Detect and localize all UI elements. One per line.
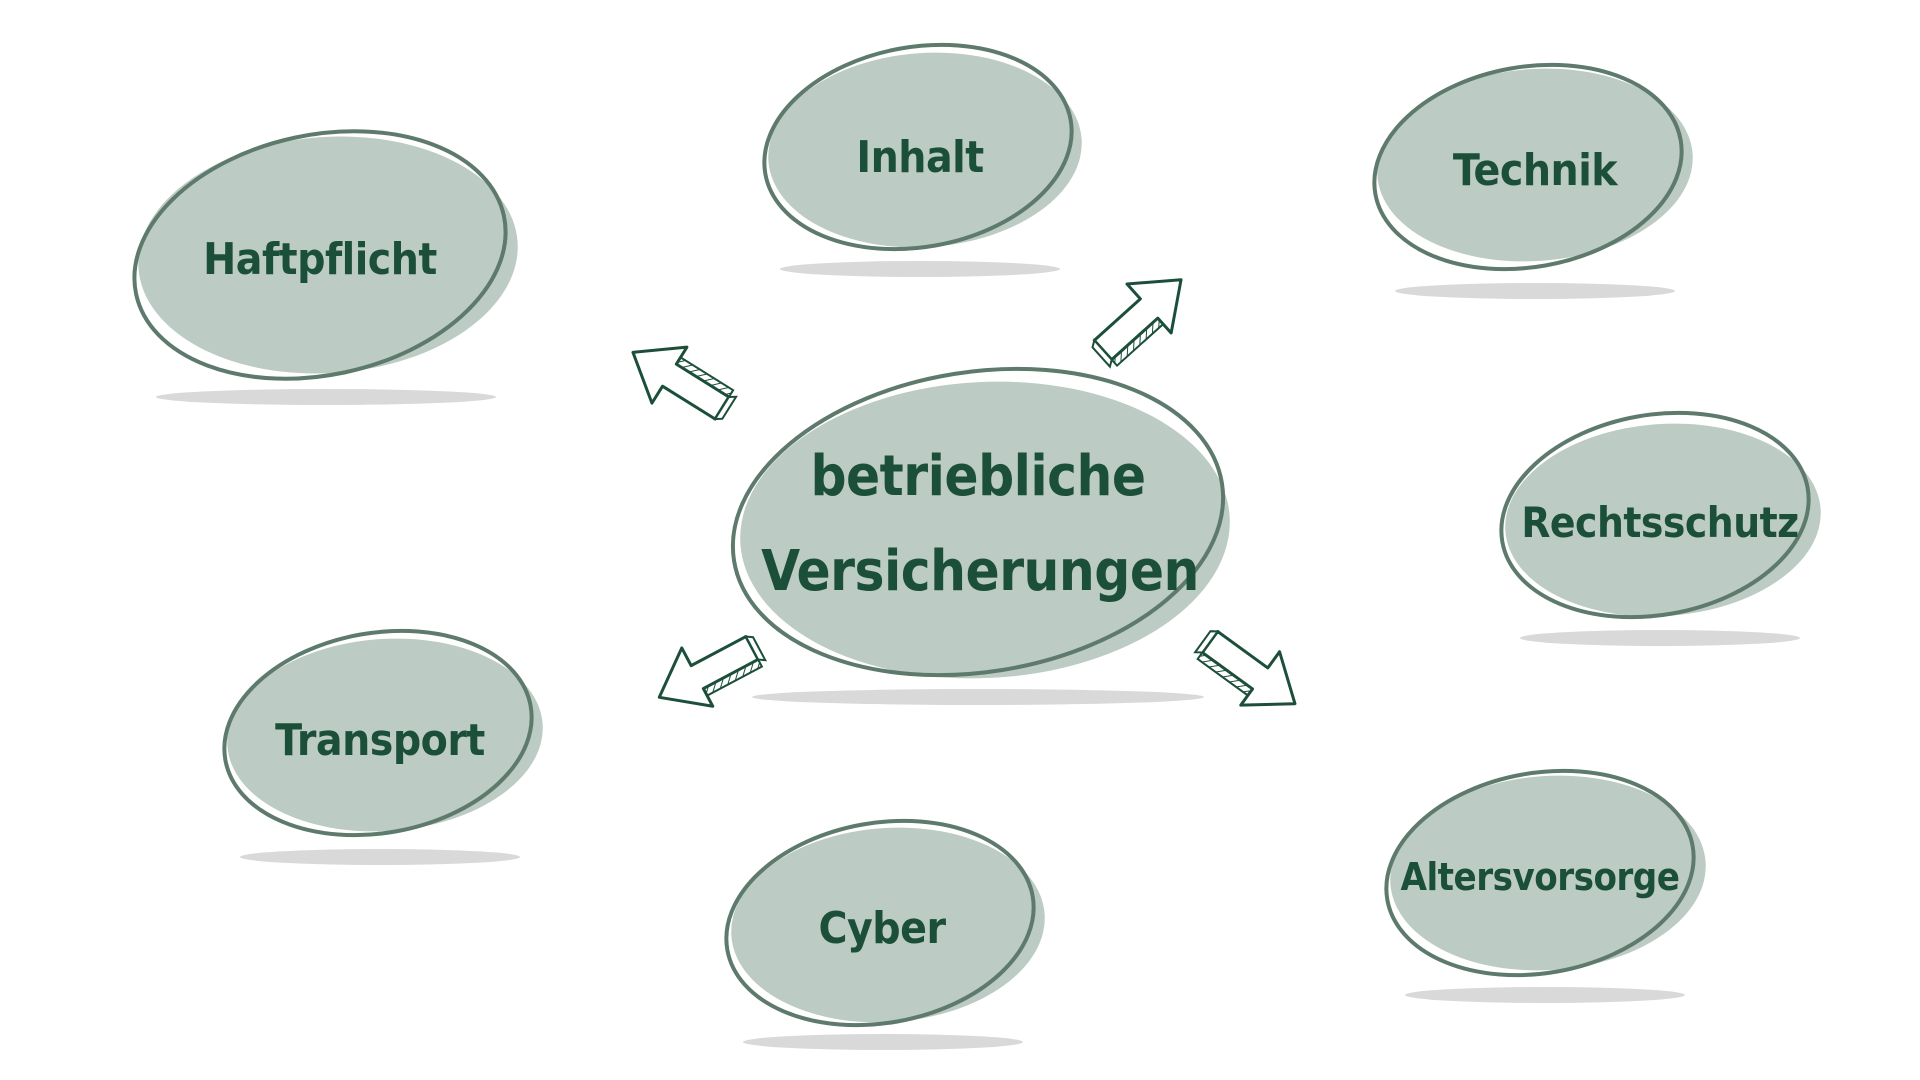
node-outline <box>222 628 534 838</box>
center-node-fill <box>740 381 1230 679</box>
node-fill <box>768 52 1082 248</box>
arrow-down-left-icon <box>657 635 768 708</box>
node-shadow <box>1405 987 1685 1003</box>
node-shadow <box>240 849 520 865</box>
node-outline <box>1499 410 1811 620</box>
node-altersvorsorge: Altersvorsorge <box>1384 768 1706 1003</box>
arrow-down-right-icon <box>1193 629 1297 707</box>
node-cyber: Cyber <box>724 818 1045 1050</box>
node-shadow <box>1395 283 1675 299</box>
node-fill <box>227 638 543 832</box>
node-inhalt: Inhalt <box>762 42 1082 277</box>
node-label-rechtsschutz: Rechtsschutz <box>1521 498 1798 547</box>
node-shadow <box>1520 630 1800 646</box>
node-outline <box>762 42 1074 252</box>
node-shadow <box>743 1034 1023 1050</box>
center-node-outline <box>730 366 1226 678</box>
node-technik: Technik <box>1372 62 1693 299</box>
center-node-label-line1: betriebliche <box>810 444 1145 509</box>
node-label-haftpflicht: Haftpflicht <box>203 234 437 285</box>
node-transport: Transport <box>222 628 543 865</box>
arrow-up-right-icon <box>1091 278 1183 369</box>
node-outline <box>1384 768 1696 978</box>
node-fill <box>1390 775 1706 971</box>
node-fill <box>1377 68 1693 262</box>
center-node: betriebliche Versicherungen <box>730 366 1230 705</box>
node-label-cyber: Cyber <box>818 903 946 954</box>
node-label-technik: Technik <box>1453 145 1619 196</box>
node-label-transport: Transport <box>275 715 485 766</box>
node-shadow <box>156 389 496 405</box>
node-outline <box>132 129 508 381</box>
node-haftpflicht: Haftpflicht <box>132 129 518 405</box>
node-fill <box>1505 423 1821 617</box>
node-outline <box>1372 62 1684 272</box>
node-rechtsschutz: Rechtsschutz <box>1499 410 1821 646</box>
node-fill <box>731 827 1045 1023</box>
center-node-shadow <box>752 689 1204 705</box>
node-shadow <box>780 261 1060 277</box>
node-fill <box>138 136 518 374</box>
center-node-label-line2: Versicherungen <box>761 539 1199 604</box>
node-label-inhalt: Inhalt <box>856 132 984 183</box>
node-outline <box>724 818 1036 1028</box>
arrow-up-left-icon <box>631 345 738 421</box>
node-label-altersvorsorge: Altersvorsorge <box>1401 855 1680 899</box>
